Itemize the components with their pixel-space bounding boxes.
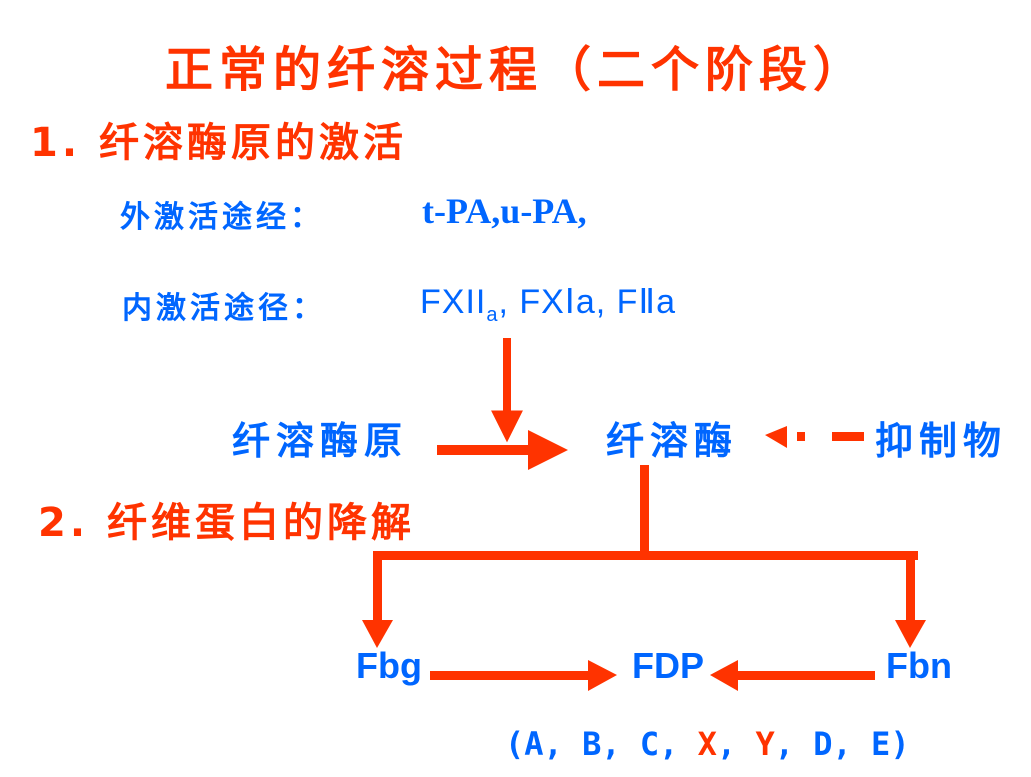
factor-xii-subscript: a [486,303,499,326]
branch-horizontal [373,551,918,560]
arrow-to-fbn [895,620,926,648]
intrinsic-pathway-label: 内激活途径： [122,291,326,326]
fragment-c: C [639,725,660,763]
fragment-separator: , [716,725,756,763]
fragment-items: A, B, C, X, Y, D, E [524,725,890,763]
fragment-separator: , [832,725,872,763]
fragment-a: A [524,725,544,763]
node-inhibitor: 抑制物 [875,419,1008,463]
node-fibrinogen: Fbg [356,645,422,686]
fragment-b: B [582,725,602,763]
section2-heading: 2. 纤维蛋白的降解 [38,500,415,546]
inhibitor-dash-line [832,432,864,441]
factor-xii: FXII [420,283,487,321]
inhibitor-dash-dot [797,432,805,441]
node-fdp: FDP [632,645,704,686]
fragment-y: Y [755,725,775,763]
section1-heading: 1. 纤溶酶原的激活 [30,120,407,166]
node-plasmin: 纤溶酶 [606,419,739,463]
node-fibrin: Fbn [886,645,952,686]
extrinsic-pathway-label: 外激活途经： [120,200,324,235]
other-factors: , FXⅠa, FⅡa [498,283,677,321]
extrinsic-pathway-value: t-PA,u-PA, [422,191,587,231]
fragment-separator: , [659,725,698,763]
open-paren: ( [505,725,525,763]
arrow-fbg-to-fdp [588,660,617,691]
fbn-to-fdp-line [735,671,875,680]
close-paren: ) [890,725,910,763]
node-plasminogen: 纤溶酶原 [232,419,409,463]
branch-left-line [373,551,382,621]
fbg-to-fdp-line [430,671,590,680]
fragment-e: E [871,725,891,763]
branch-right-line [906,551,915,621]
inhibitor-arrowhead [765,426,787,448]
fragment-list: (A, B, C, X, Y, D, E) [505,725,910,763]
fragment-separator: , [774,725,814,763]
arrow-fbn-to-fdp [710,660,738,691]
arrow-to-fbg [362,620,393,648]
fragment-separator: , [543,725,583,763]
plasmin-down-line [640,465,649,555]
fragment-d: D [813,725,833,763]
fragment-separator: , [601,725,640,763]
intrinsic-pathway-value: FXIIa, FXⅠa, FⅡa [420,282,676,327]
fragment-x: X [697,725,717,763]
page-title: 正常的纤溶过程（二个阶段） [165,42,868,98]
